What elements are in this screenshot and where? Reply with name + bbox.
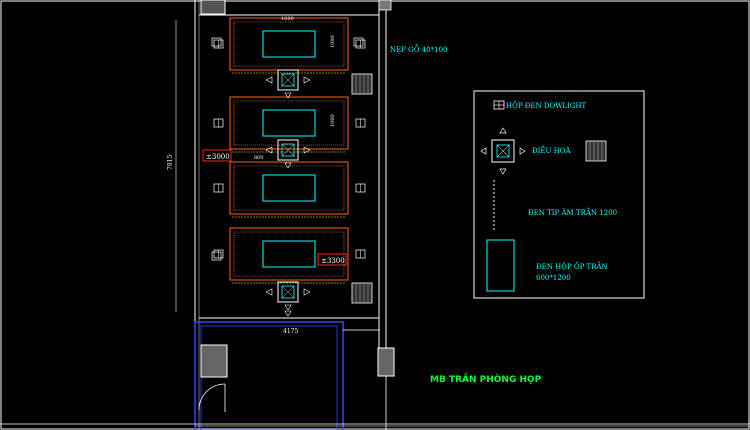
downlight-icon	[211, 251, 222, 261]
ceiling-panel-inner	[233, 165, 345, 211]
column-top-right	[378, 0, 392, 11]
legend-box-light-icon	[486, 239, 515, 292]
legend-box-light-label-2: 600*1200	[536, 274, 571, 282]
column-bottom-right	[377, 347, 395, 377]
column-top-left	[200, 0, 226, 15]
legend-aircon-grille-icon	[585, 140, 607, 162]
box-light	[262, 30, 316, 58]
svg-text:±3000: ±3000	[206, 153, 230, 161]
dimension-width-label: 1600	[281, 16, 294, 22]
airflow-arrow-icon	[284, 162, 292, 169]
legend-box-light-label-1: ĐEN HỘP ỐP TRẦN	[536, 261, 608, 271]
legend-downlight-icon	[493, 100, 505, 110]
ceiling-panels-group: 1600 1000 1000 800	[211, 16, 373, 317]
airflow-arrow-icon	[265, 288, 273, 296]
airflow-arrow-icon	[303, 288, 311, 296]
legend-recessed-tube-label: ĐEN TIP ÂM TRẦN 1200	[528, 207, 617, 217]
downlight-icon	[211, 37, 222, 47]
downlight-icon	[353, 37, 364, 47]
room-inner-outline	[200, 325, 338, 430]
room-outline-bottom	[194, 321, 344, 430]
return-grille-icon	[351, 73, 373, 95]
legend-aircon-icon	[480, 127, 526, 175]
dimension-vertical-label: 7915	[167, 155, 174, 170]
dimension-small-label: 800	[254, 155, 264, 161]
batten-annotation: NẸP GỖ 40*100	[390, 44, 448, 54]
column-bottom-left	[200, 344, 228, 378]
aircon-cross	[281, 73, 295, 87]
elevation-tag-2: ±3300	[317, 253, 347, 266]
airflow-arrow-icon	[303, 146, 311, 154]
aircon-unit-icon	[277, 69, 299, 91]
legend-downlight-label: HỘP ĐEN DOWLIGHT	[506, 101, 587, 110]
return-grille-icon	[351, 282, 373, 304]
airflow-arrow-icon	[265, 146, 273, 154]
airflow-arrow-icon	[284, 304, 292, 311]
airflow-arrow-icon	[265, 76, 273, 84]
svg-text:±3300: ±3300	[321, 257, 345, 265]
ceiling-panel-inner	[233, 21, 345, 67]
aircon-unit-icon	[277, 139, 299, 161]
door-swing-arc	[198, 383, 226, 411]
ceiling-panel-inner	[233, 100, 345, 146]
dimension-panel-height-label: 1000	[330, 35, 336, 48]
legend-aircon-label: ĐIỀU HOÀ	[532, 145, 571, 155]
airflow-arrow-icon	[284, 310, 292, 317]
ceiling-panel-frame	[229, 227, 349, 281]
aircon-inner-icon	[281, 143, 295, 157]
elevation-tag-1: ±3000	[202, 149, 232, 162]
box-light	[262, 174, 316, 202]
box-light	[262, 240, 316, 268]
aircon-inner-icon	[281, 73, 295, 87]
legend-box	[473, 90, 645, 299]
aircon-cross	[281, 285, 295, 299]
aircon-cross	[281, 143, 295, 157]
aircon-unit-icon	[277, 281, 299, 303]
airflow-arrow-icon	[284, 92, 292, 99]
drawing-title: MB TRẦN PHÒNG HỌP	[430, 372, 542, 385]
aircon-inner-icon	[281, 285, 295, 299]
box-light	[262, 109, 316, 137]
dimension-bottom-label: 4175	[283, 328, 298, 335]
airflow-arrow-icon	[303, 76, 311, 84]
dimension-panel-height-label: 1000	[330, 114, 336, 127]
ceiling-panel-frame	[229, 161, 349, 215]
